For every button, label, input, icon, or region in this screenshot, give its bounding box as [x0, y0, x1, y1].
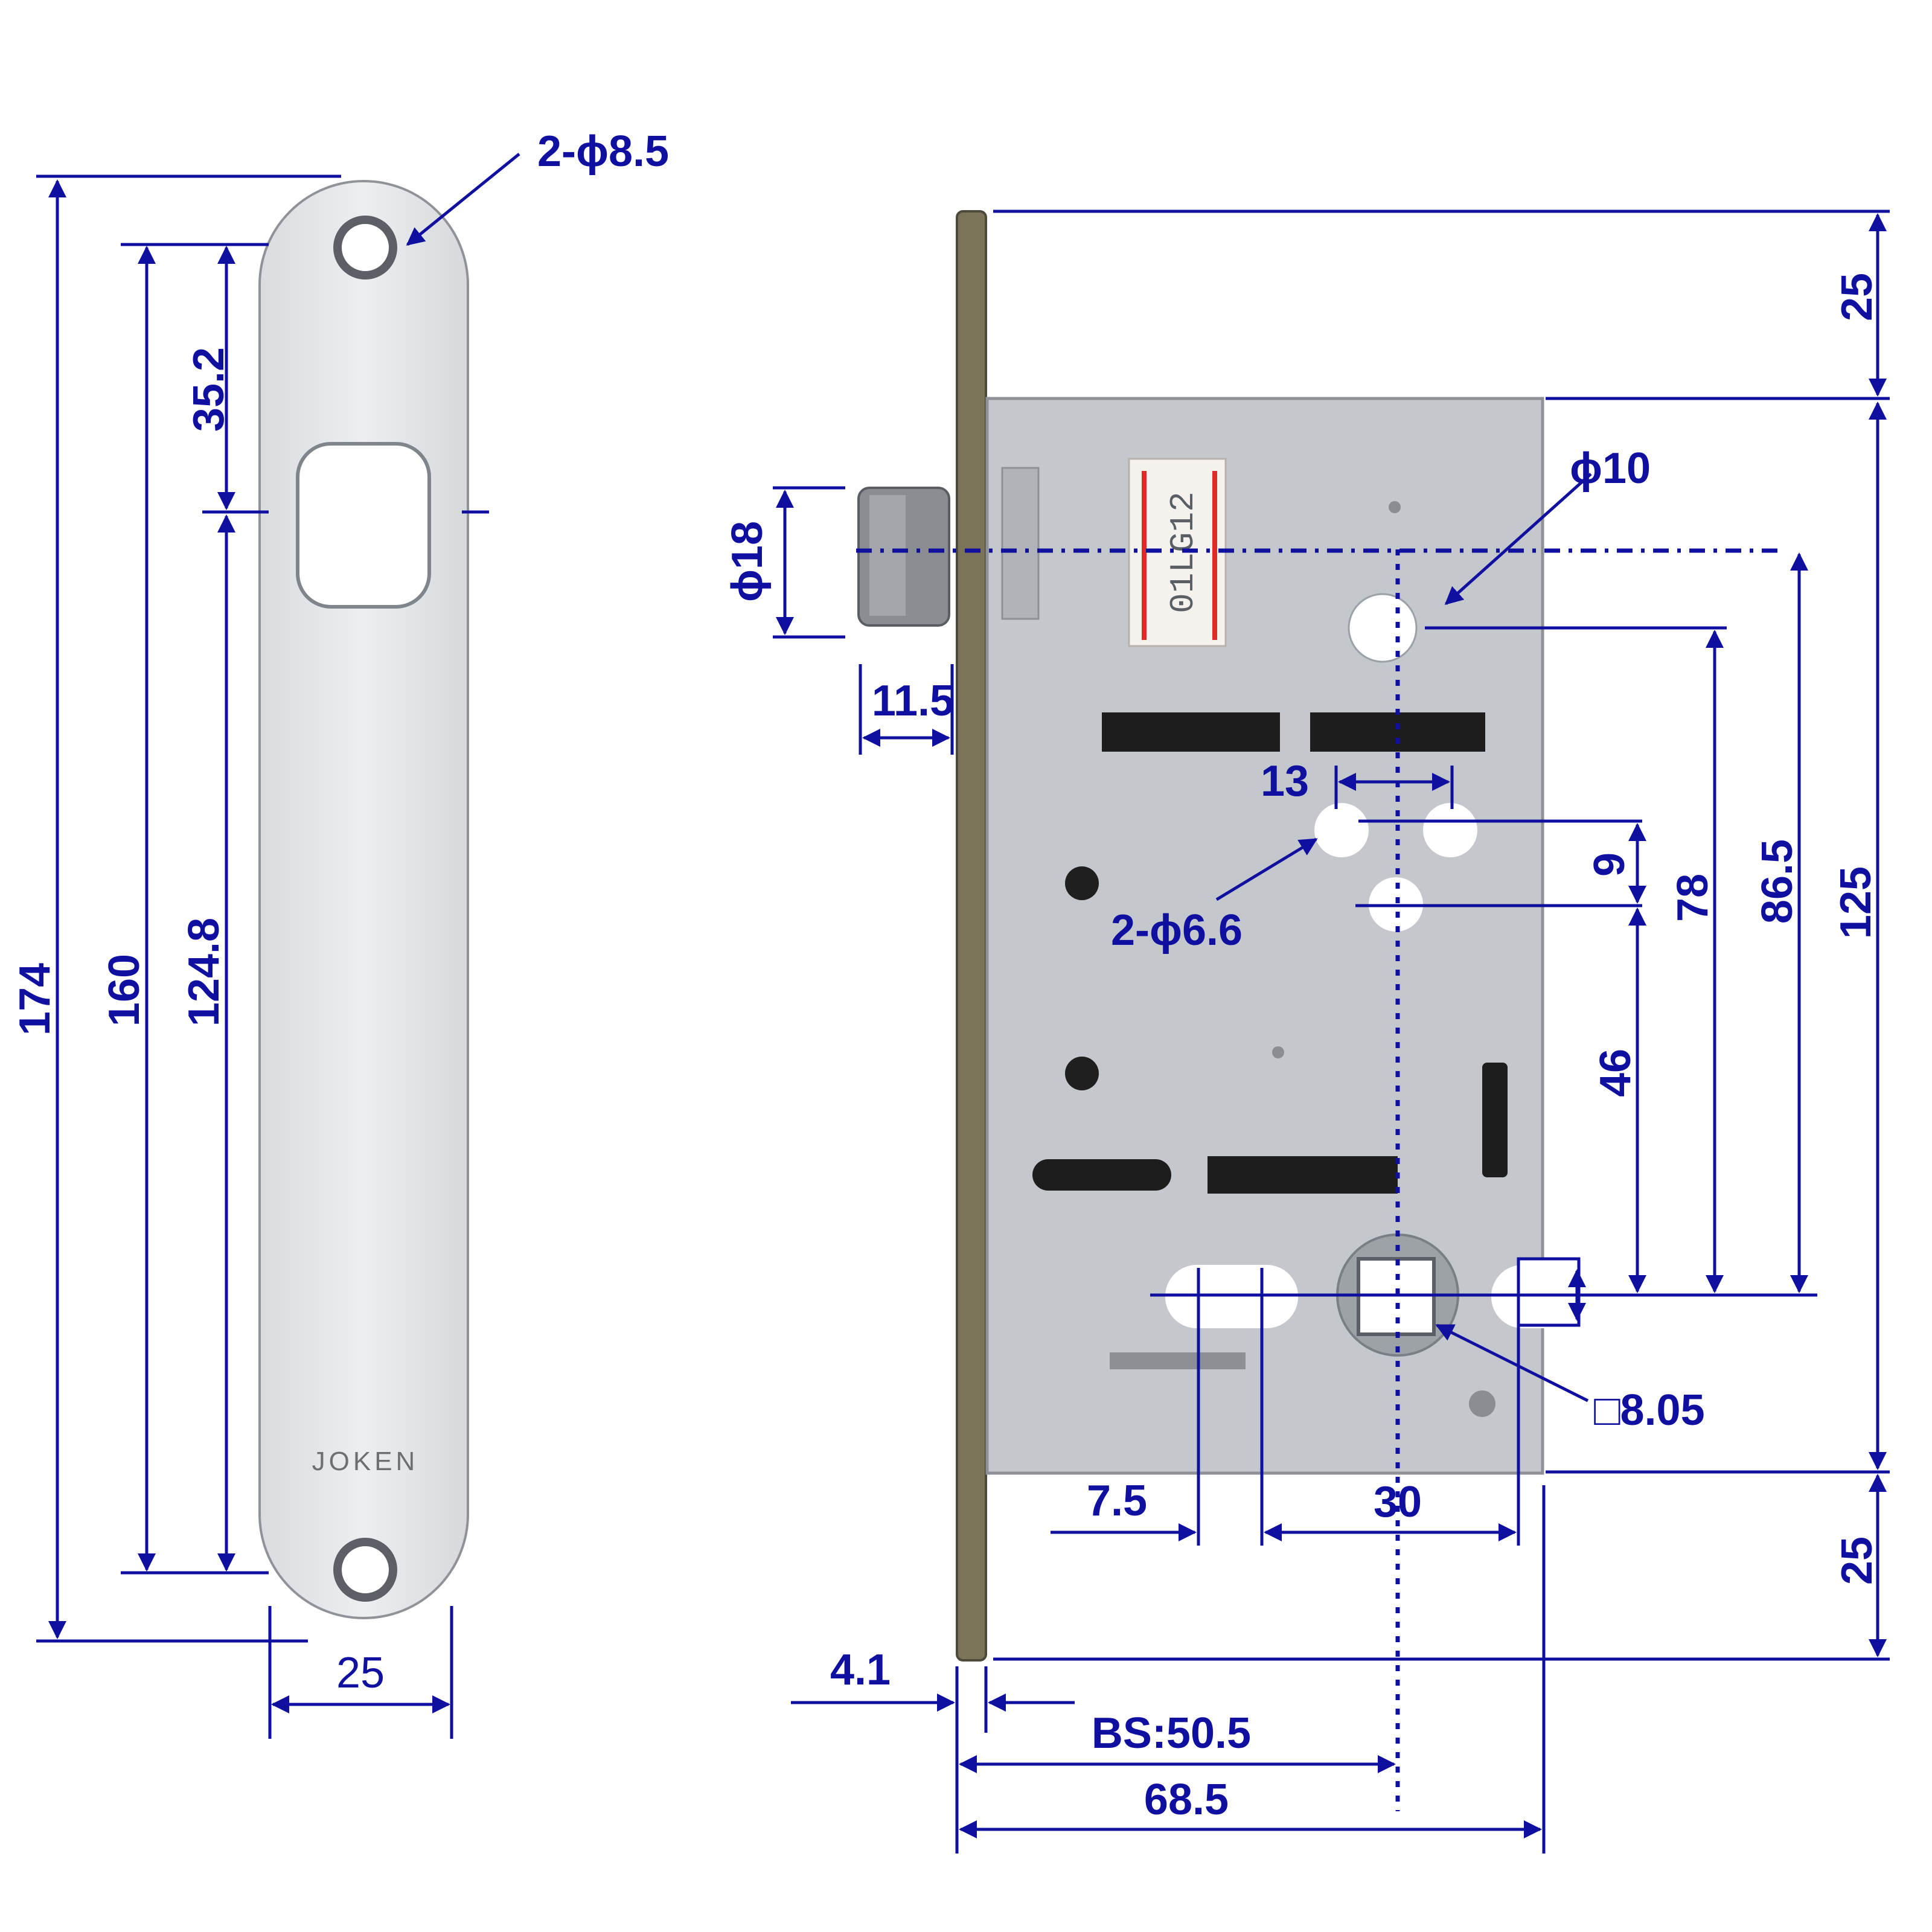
dim-plate-35-2: 35.2	[185, 347, 233, 432]
dim-lock-4-1: 4.1	[830, 1646, 891, 1694]
cylinder-hole	[1348, 593, 1418, 663]
strike-plate-extension-lines	[36, 174, 489, 1739]
case-slot-vertical	[1482, 1063, 1508, 1177]
case-slot-upper-right	[1310, 712, 1485, 752]
dim-lock-68-5: 68.5	[1144, 1776, 1229, 1824]
lock-extension-lines	[773, 210, 1890, 1854]
dim-lock-25-top: 25	[1833, 273, 1881, 321]
dim-lock-13: 13	[1261, 757, 1309, 805]
plate-brand-text: JOKEN	[312, 1447, 419, 1476]
dim-plate-124-8: 124.8	[180, 918, 228, 1026]
screw-hole-left	[1314, 803, 1369, 857]
dim-lock-86-5: 86.5	[1753, 839, 1802, 924]
plate-top-screw-hole	[333, 216, 397, 280]
dim-plate-160: 160	[100, 954, 149, 1026]
dim-lock-30: 30	[1374, 1478, 1422, 1526]
dim-lock-phi18: ϕ18	[723, 521, 772, 602]
faceplate	[956, 210, 987, 1662]
dim-lock-9: 9	[1585, 852, 1634, 877]
dim-lock-11-5: 11.5	[872, 677, 954, 725]
plate-bottom-screw-hole	[333, 1538, 397, 1602]
case-slot-upper-left	[1102, 712, 1280, 752]
dim-lock-7-5: 7.5	[1087, 1477, 1147, 1525]
lock-callouts: ϕ10 2-ϕ6.6 □8.05	[1111, 444, 1705, 1435]
lock-centerlines	[856, 548, 1781, 1811]
lock-dimensions: 25 125 25 86.5 78 9 46 13 ϕ18 11.5 7.5	[723, 213, 1887, 1838]
strike-plate: JOKEN	[258, 180, 469, 1619]
plate-latch-opening	[296, 442, 431, 609]
rivet-lower	[1065, 1057, 1099, 1090]
rivet-upper	[1065, 866, 1099, 900]
dim-lock-46: 46	[1591, 1049, 1640, 1097]
dim-lock-125: 125	[1832, 866, 1880, 939]
case-slot-lower-mid	[1208, 1156, 1398, 1194]
dim-plate-25: 25	[336, 1649, 385, 1697]
screw-hole-right	[1423, 803, 1477, 857]
case-slot-lower-left	[1032, 1159, 1171, 1191]
dim-lock-25-bottom: 25	[1833, 1537, 1881, 1585]
dim-lock-78: 78	[1669, 874, 1717, 922]
dim-plate-174: 174	[11, 963, 59, 1035]
strike-plate-dimensions: 174 160 35.2 124.8 25 2-ϕ8.5	[11, 127, 669, 1713]
callout-cylinder-hole: ϕ10	[1570, 444, 1651, 493]
callout-plate-holes: 2-ϕ8.5	[537, 127, 669, 176]
callout-square-spindle: □8.05	[1594, 1386, 1705, 1435]
strike-plate-body	[258, 180, 469, 1619]
callout-screw-holes: 2-ϕ6.6	[1111, 906, 1243, 955]
dim-lock-backset: BS:50.5	[1092, 1709, 1251, 1758]
